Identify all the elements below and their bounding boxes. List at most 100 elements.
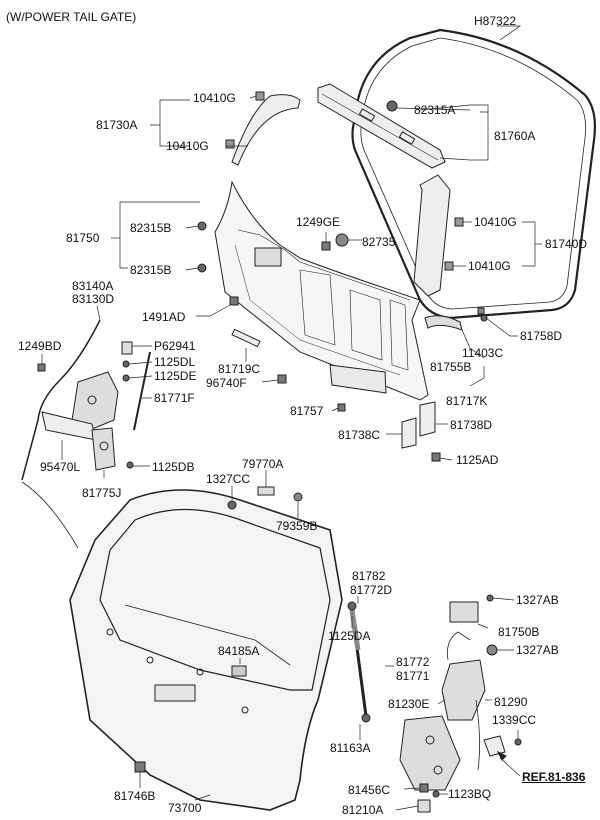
switch-81750b — [449, 601, 479, 623]
clip-1327cc — [227, 500, 237, 510]
side-trim-upper — [231, 94, 301, 166]
bracket-81738d — [419, 401, 436, 437]
part-label-81746b: 81746B — [114, 789, 156, 803]
screw-1339cc — [514, 738, 522, 746]
bolt-1249bd — [37, 363, 46, 372]
part-label-81740d: 81740D — [545, 237, 588, 251]
inner-trim-panel — [214, 180, 429, 401]
bracket-81738c — [401, 417, 417, 449]
header-trim-strip — [317, 83, 446, 169]
part-label-1125db: 1125DB — [152, 460, 195, 474]
part-label-10410g: 10410G — [468, 259, 511, 273]
sensor-p62941 — [121, 341, 133, 355]
rod-81771f — [133, 351, 151, 431]
part-label-1327ab: 1327AB — [516, 593, 559, 607]
part-label-h87322: H87322 — [474, 14, 517, 28]
reference-link[interactable]: REF.81-836 — [522, 770, 586, 784]
clip-82315b — [197, 263, 207, 273]
part-label-81755b: 81755B — [430, 360, 472, 374]
clip-10410g — [255, 91, 265, 101]
part-label-1491ad: 1491AD — [142, 310, 186, 324]
part-label-1125de: 1125DE — [154, 369, 197, 383]
part-label-81758d: 81758D — [520, 329, 563, 343]
part-label-81163a: 81163A — [330, 741, 371, 755]
part-label-83130d: 83130D — [72, 292, 115, 306]
part-label-1249bd: 1249BD — [18, 339, 62, 353]
part-label-81757: 81757 — [290, 404, 324, 418]
part-label-1125da: 1125DA — [328, 629, 371, 643]
part-label-1125ad: 1125AD — [456, 453, 499, 467]
latch-assembly — [41, 371, 119, 471]
part-label-82315b: 82315B — [130, 263, 172, 277]
screw-1125db — [126, 461, 134, 469]
part-label-11403c: 11403C — [462, 346, 504, 360]
part-label-83140a: 83140A — [72, 279, 114, 293]
part-label-1249ge: 1249GE — [296, 215, 341, 229]
ball-stud-81772d — [347, 601, 357, 611]
part-label-10410g: 10410G — [166, 139, 209, 153]
clip-10410g — [454, 217, 464, 227]
bolt-96740f — [277, 374, 287, 384]
plug-82735 — [335, 233, 349, 247]
part-label-79359b: 79359B — [276, 519, 318, 533]
part-label-73700: 73700 — [168, 801, 202, 815]
part-label-81738c: 81738C — [338, 428, 381, 442]
part-label-10410g: 10410G — [474, 215, 517, 229]
part-label-81456c: 81456C — [348, 783, 391, 797]
part-label-81772d: 81772D — [350, 583, 393, 597]
part-label-81730a: 81730A — [96, 118, 138, 132]
part-label-81772: 81772 — [396, 655, 430, 669]
bumper-79359b — [293, 492, 303, 502]
part-label-81738d: 81738D — [450, 418, 493, 432]
part-label-1327cc: 1327CC — [206, 472, 251, 486]
release-cable — [21, 319, 101, 481]
part-label-84185a: 84185A — [218, 644, 260, 658]
clip-1491ad — [229, 296, 239, 306]
striker-81210a — [417, 799, 431, 813]
part-label-10410g: 10410G — [193, 91, 236, 105]
part-label-82315b: 82315B — [130, 221, 172, 235]
part-label-81771f: 81771F — [154, 391, 195, 405]
cap-81758d — [477, 307, 485, 315]
part-label-81719c: 81719C — [218, 362, 261, 376]
part-label-p62941: P62941 — [154, 339, 196, 353]
power-latch-actuator — [441, 659, 486, 721]
part-label-1125dl: 1125DL — [154, 355, 196, 369]
side-trim-right — [413, 174, 451, 297]
part-label-82735: 82735 — [362, 235, 396, 249]
part-label-81290: 81290 — [494, 695, 528, 709]
part-label-96740f: 96740F — [206, 376, 247, 390]
part-label-95470l: 95470L — [40, 460, 81, 474]
weatherstrip-outline — [351, 28, 597, 320]
part-label-81717k: 81717K — [446, 394, 488, 408]
part-label-81760a: 81760A — [494, 129, 536, 143]
clip-82315b — [197, 221, 207, 231]
part-label-81210a: 81210A — [342, 803, 384, 817]
screw-1123bq — [432, 790, 440, 798]
clip-10410g — [444, 261, 454, 271]
bracket-ref — [483, 735, 506, 757]
part-label-81782: 81782 — [352, 569, 386, 583]
bumper-81746b — [134, 761, 146, 773]
diagram-header: (W/POWER TAIL GATE) — [6, 10, 137, 24]
part-label-1123bq: 1123BQ — [448, 787, 492, 801]
tail-gate-panel — [69, 489, 343, 811]
screw-1125de — [122, 374, 130, 382]
screw-11403c — [480, 314, 488, 322]
reflector-81719c — [231, 328, 261, 348]
ball-stud-81163a — [361, 713, 371, 723]
clip-10410g — [225, 139, 235, 149]
screw-1125dl — [122, 360, 130, 368]
clip-82315a — [386, 100, 398, 112]
part-label-1339cc: 1339CC — [492, 713, 537, 727]
leader-line — [497, 25, 522, 41]
grommet-1327ab — [486, 644, 498, 656]
bracket-79770a — [257, 486, 275, 496]
part-label-81771: 81771 — [396, 669, 430, 683]
bolt-81456c — [419, 783, 429, 793]
part-label-81750b: 81750B — [498, 625, 540, 639]
part-label-79770a: 79770A — [242, 457, 284, 471]
clip-1327ab — [486, 594, 494, 602]
part-label-81230e: 81230E — [388, 697, 430, 711]
